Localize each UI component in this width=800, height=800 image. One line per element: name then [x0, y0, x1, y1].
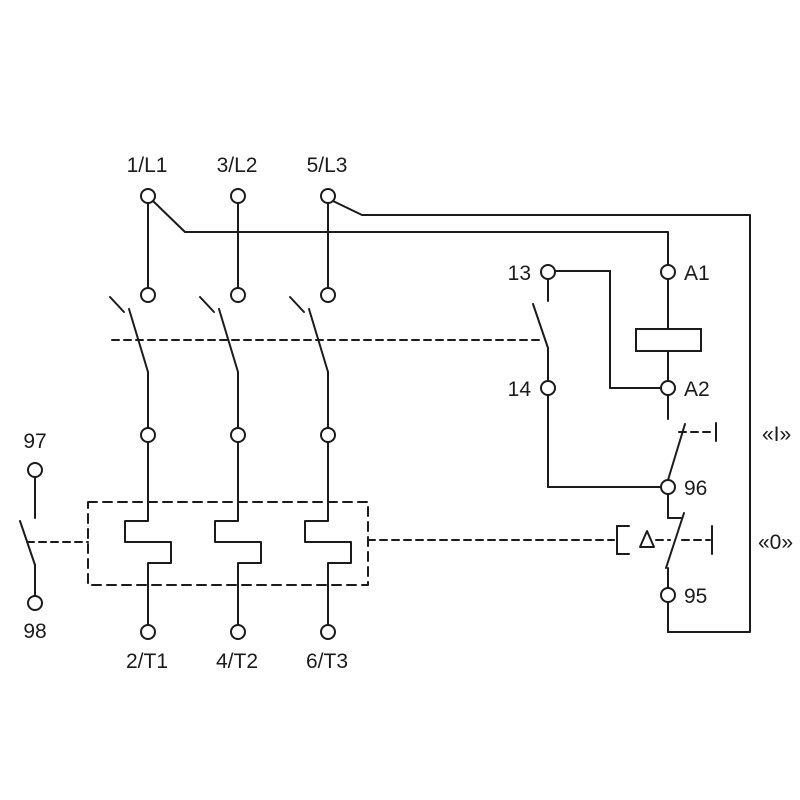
- power-pole-3: 5/L3 6/T3: [289, 154, 352, 673]
- terminal-label-1L1: 1/L1: [127, 154, 168, 177]
- terminal-label-95: 95: [684, 585, 707, 608]
- terminal-circle-14: [540, 380, 556, 396]
- pole1-fixed-contact-tick: [109, 296, 125, 313]
- overload-relay-box: [87, 501, 369, 586]
- off-button-label: «0»: [758, 531, 793, 554]
- terminal-circle-95: [660, 587, 676, 603]
- pole2-fixed-contact-tick: [199, 296, 215, 313]
- terminal-circle-2T1: [140, 624, 156, 640]
- terminal-label-96: 96: [684, 477, 707, 500]
- overload-nc-contact-95-96: 96 95: [660, 477, 707, 608]
- terminal-label-97: 97: [23, 430, 46, 453]
- pole3-contact-upper-circle: [320, 287, 336, 303]
- terminal-label-13: 13: [508, 262, 531, 285]
- terminal-circle-6T3: [320, 624, 336, 640]
- tap-L3-return-wire: [332, 200, 751, 633]
- terminal-label-A2: A2: [684, 378, 710, 401]
- terminal-label-98: 98: [23, 620, 46, 643]
- power-pole-2: 3/L2 4/T2: [199, 154, 262, 673]
- terminal-label-4T2: 4/T2: [216, 650, 258, 673]
- contactor-coil: A1 A2: [635, 262, 710, 401]
- control-supply-wires: [152, 200, 751, 633]
- terminal-circle-96: [660, 479, 676, 495]
- terminal-label-A1: A1: [684, 262, 710, 285]
- pole3-fixed-contact-tick: [289, 296, 305, 313]
- terminal-circle-98: [27, 595, 43, 611]
- terminal-circle-3L2: [230, 188, 246, 204]
- aux-contact-13-14: 13 14: [508, 262, 662, 488]
- pole2-overload-heater: [214, 441, 262, 626]
- latch-triangle-symbol: [639, 530, 655, 548]
- pole1-contact-upper-circle: [140, 287, 156, 303]
- pole2-contact-blade: [218, 308, 239, 373]
- terminal-label-6T3: 6/T3: [306, 650, 348, 673]
- pole1-contact-lower-circle: [140, 427, 156, 443]
- terminal-label-3L2: 3/L2: [217, 154, 258, 177]
- terminal-label-2T1: 2/T1: [126, 650, 168, 673]
- power-pole-1: 1/L1 2/T1: [109, 154, 172, 673]
- pole2-contact-upper-circle: [230, 287, 246, 303]
- pole3-overload-heater: [304, 441, 352, 626]
- off-button-trip-linkage: «0»: [367, 525, 793, 555]
- tap-L1-to-A1-wire: [152, 200, 669, 266]
- pole1-overload-heater: [124, 441, 172, 626]
- terminal-circle-A1: [660, 264, 676, 280]
- terminal-circle-97: [27, 462, 43, 478]
- overload-no-contact-97-98: 97 98: [19, 430, 89, 643]
- terminal-label-5L3: 5/L3: [307, 154, 348, 177]
- terminal-label-14: 14: [508, 378, 532, 401]
- on-button-label: «I»: [762, 423, 791, 446]
- terminal-circle-13: [540, 264, 556, 280]
- terminal-circle-4T2: [230, 624, 246, 640]
- on-contact-blade: [667, 423, 686, 481]
- pole3-contact-lower-circle: [320, 427, 336, 443]
- on-button-contact: «I»: [667, 394, 791, 481]
- coil-symbol: [635, 328, 702, 352]
- terminal-circle-A2: [660, 380, 676, 396]
- nc-contact-blade: [665, 512, 685, 569]
- pole2-contact-lower-circle: [230, 427, 246, 443]
- aux-contact-blade: [532, 303, 549, 349]
